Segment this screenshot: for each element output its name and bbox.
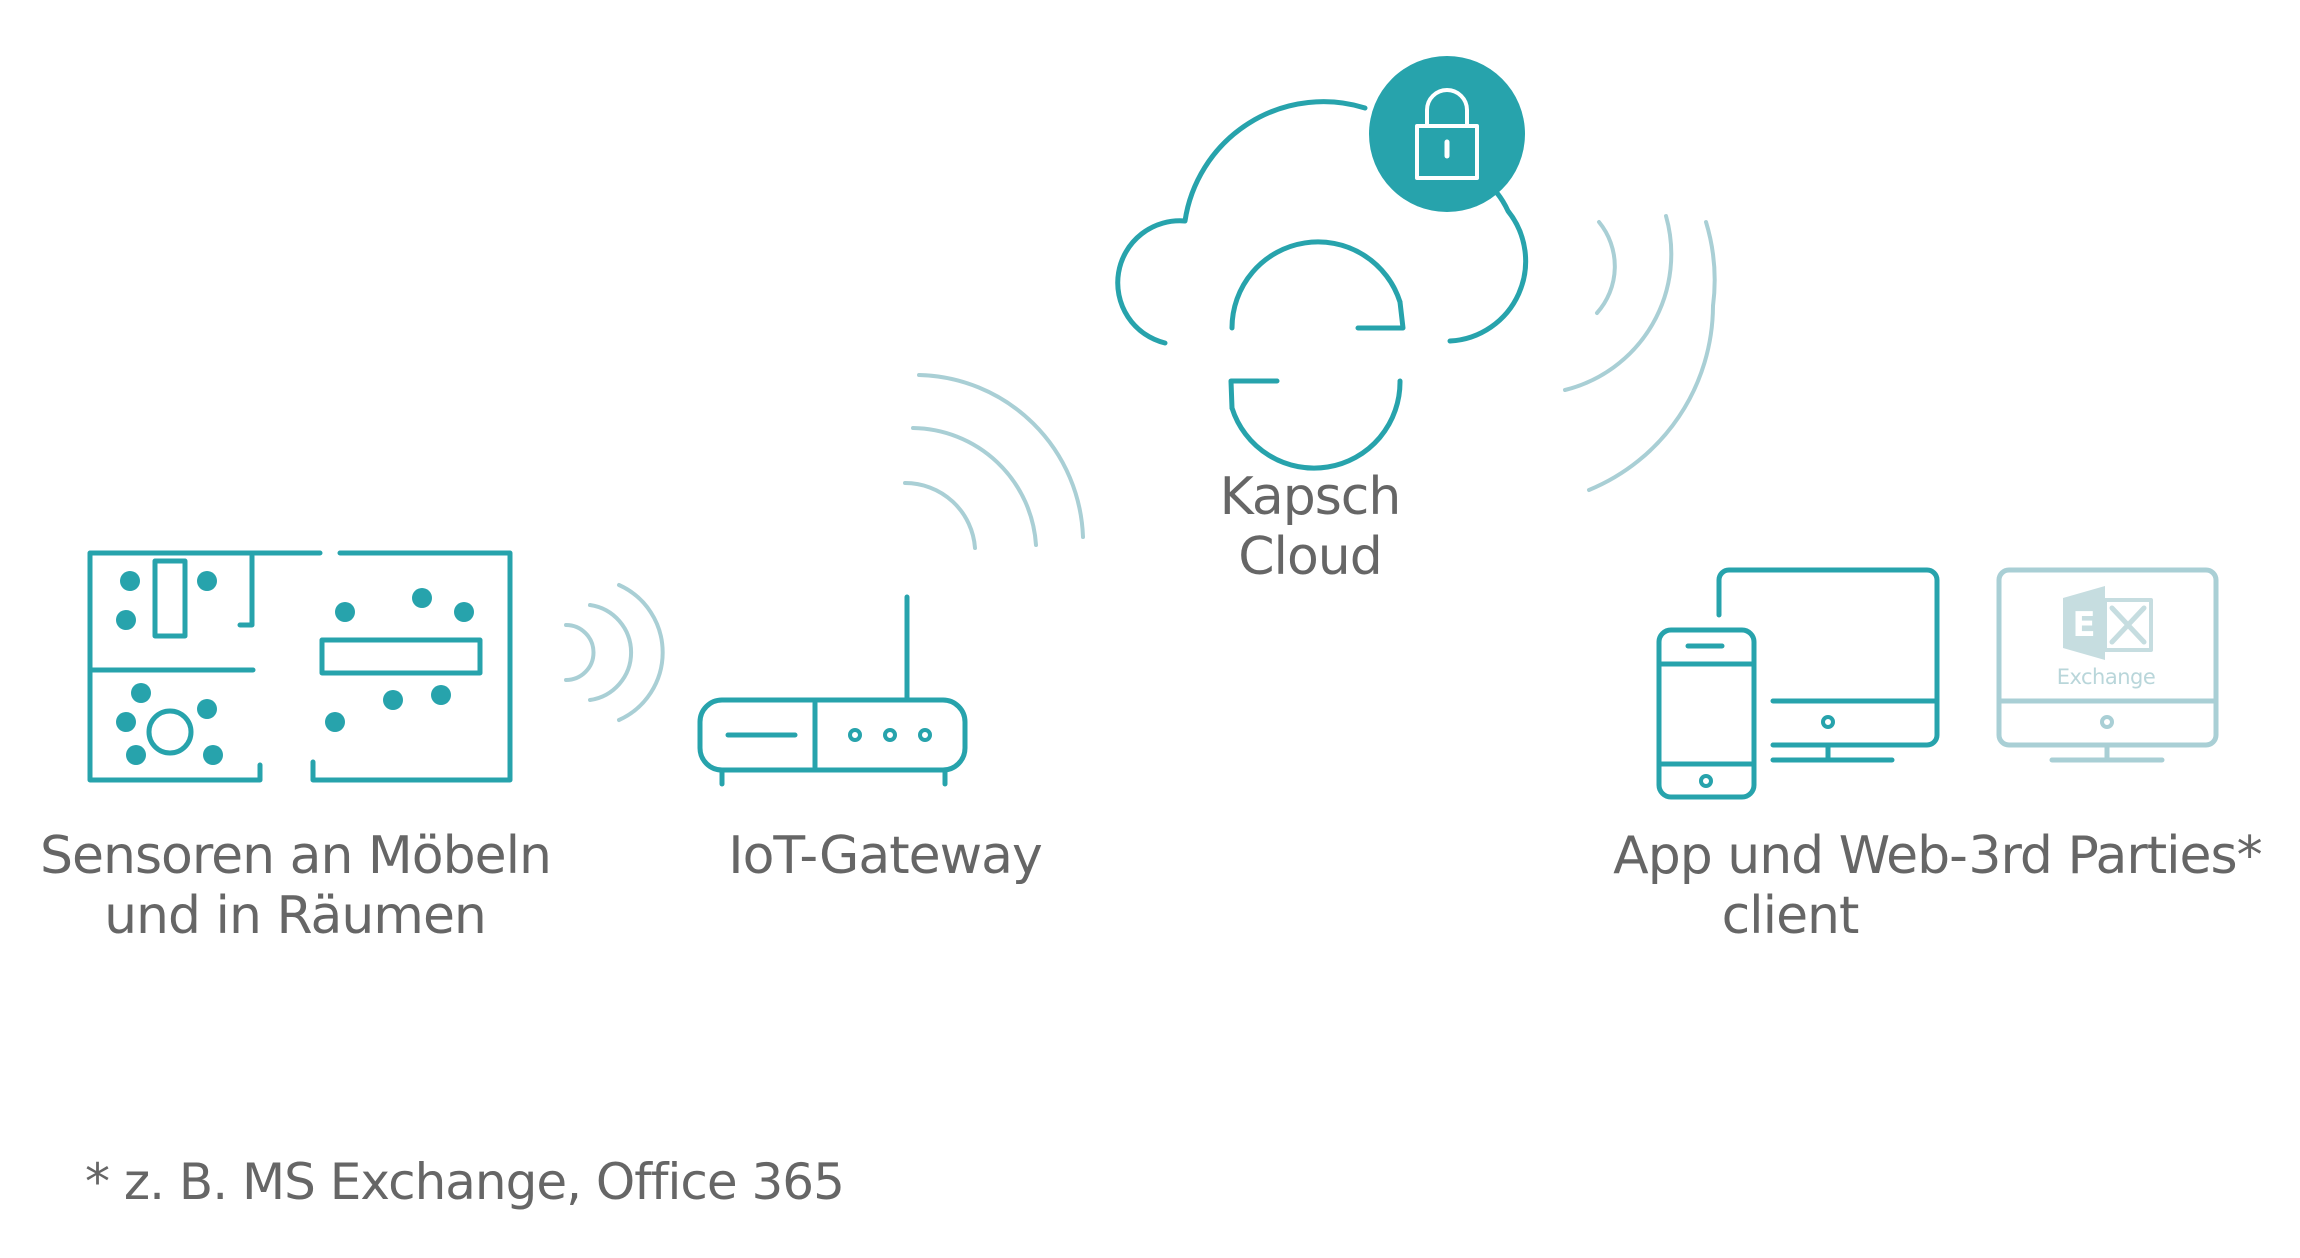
signal-waves-gateway xyxy=(903,373,1085,550)
sensor-dots xyxy=(116,571,474,765)
cloud-label: Kapsch Cloud xyxy=(1219,467,1402,587)
lock-icon xyxy=(1415,88,1479,180)
third-parties-label: 3rd Parties* xyxy=(1968,826,2262,886)
signal-waves-sensors xyxy=(564,583,665,722)
exchange-monitor-icon xyxy=(1996,567,2219,763)
exchange-logo-letter: E xyxy=(2072,605,2095,645)
exchange-logo: E Exchange xyxy=(2057,586,2156,689)
phone-monitor-icon xyxy=(1656,567,1940,800)
lock-badge xyxy=(1369,56,1525,212)
floorplan-icon xyxy=(87,550,513,783)
footnote: * z. B. MS Exchange, Office 365 xyxy=(85,1153,845,1211)
sensors-label: Sensoren an Möbeln und in Räumen xyxy=(40,826,552,946)
router-icon xyxy=(697,594,968,787)
gateway-label: IoT-Gateway xyxy=(728,826,1043,886)
app-label: App und Web- client xyxy=(1613,826,1968,946)
signal-waves-cloud xyxy=(1563,214,1717,492)
exchange-logo-text: Exchange xyxy=(2057,665,2156,689)
